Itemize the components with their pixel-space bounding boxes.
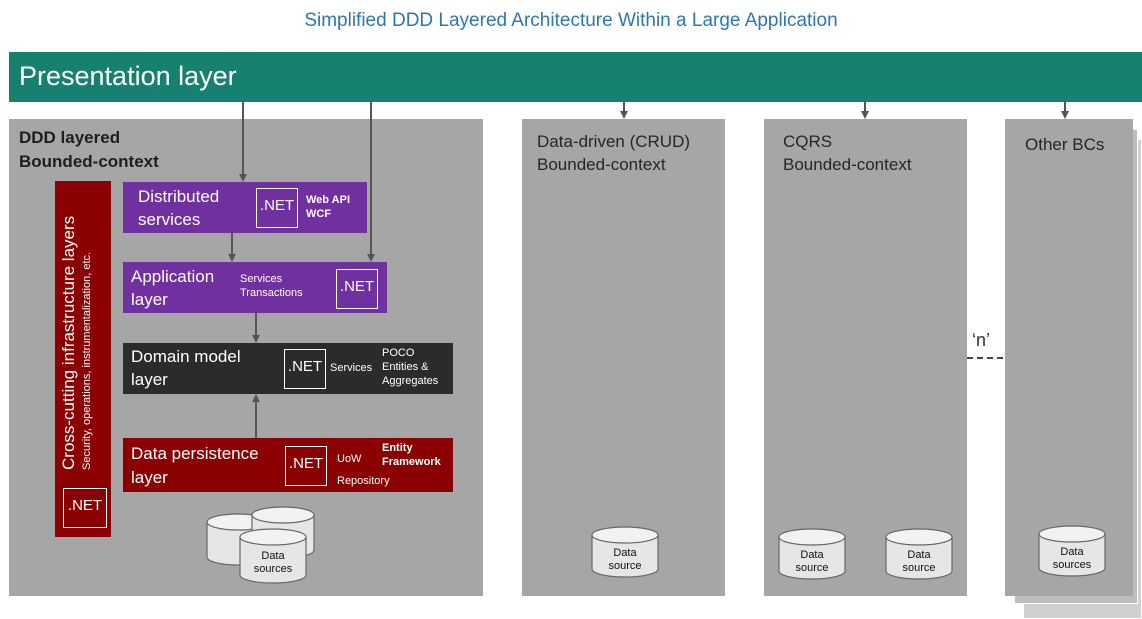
cqrs-datasource-2-line1: Data: [907, 549, 931, 561]
cross-cutting-layers-bar: [55, 181, 111, 537]
other-datasources-line2: sources: [1052, 559, 1092, 571]
database-icon: [778, 528, 846, 580]
cqrs-datasource-1-line1: Data: [800, 549, 824, 561]
distributed-services-layer: [123, 182, 367, 233]
persistence-ef-framework: Framework: [382, 456, 441, 468]
crud-bc-title-line1: Data-driven (CRUD): [537, 132, 691, 151]
cqrs-bounded-context-panel: [764, 119, 967, 596]
ddd-datasources-line2: sources: [253, 563, 293, 575]
crud-datasource-label: Data source: [595, 547, 655, 573]
cqrs-datasource-1-label: Data source: [782, 549, 842, 575]
ddd-datasources-line1: Data: [261, 550, 285, 562]
presentation-layer-label: Presentation layer: [19, 61, 237, 91]
application-services: Services: [240, 273, 283, 285]
other-bc-panel: [1005, 119, 1133, 596]
application-layer-line2: layer: [131, 290, 168, 309]
domain-entities: Entities &: [382, 361, 429, 373]
persistence-ef-entity: Entity: [382, 442, 413, 454]
domain-model-layer: [123, 343, 453, 394]
ddd-bc-title-line1: DDD layered: [19, 128, 121, 147]
application-layer-line1: Application: [131, 267, 215, 286]
ddd-bc-title-line2: Bounded-context: [19, 152, 159, 171]
other-datasources-label: Data sources: [1042, 546, 1102, 572]
domain-model-line2: layer: [131, 370, 168, 389]
distributed-net-badge: .NET: [256, 188, 298, 228]
data-persistence-line2: layer: [131, 468, 168, 487]
domain-services: Services: [330, 362, 373, 374]
domain-poco: POCO: [382, 347, 415, 359]
crud-bc-title-line2: Bounded-context: [537, 155, 666, 174]
crud-datasource-line1: Data: [613, 547, 637, 559]
cqrs-datasource-2-line2: source: [902, 562, 936, 574]
distributed-services-line2: services: [138, 210, 201, 229]
domain-model-line1: Domain model: [131, 347, 241, 366]
cqrs-datasource-2-label: Data source: [889, 549, 949, 575]
persistence-repository: Repository: [337, 475, 390, 487]
distributed-services-line1: Distributed: [138, 187, 220, 206]
cqrs-bc-title-line2: Bounded-context: [783, 155, 912, 174]
data-persistence-layer: [123, 438, 453, 492]
cqrs-datasource-1-line2: source: [795, 562, 829, 574]
cqrs-bc-title-line1: CQRS: [783, 132, 833, 151]
database-icon: [885, 528, 953, 580]
other-datasources-line1: Data: [1060, 546, 1084, 558]
database-icon: [591, 526, 659, 578]
application-transactions: Transactions: [240, 287, 303, 299]
ddd-datasources-label: Data sources: [243, 550, 303, 576]
database-icon: [1038, 525, 1106, 577]
distributed-tech-wcf: WCF: [306, 208, 332, 220]
crud-bounded-context-panel: [522, 119, 725, 596]
data-persistence-line1: Data persistence: [131, 444, 259, 463]
cross-cutting-net-badge: .NET: [63, 488, 107, 528]
distributed-tech-webapi: Web API: [306, 194, 351, 206]
other-bc-title: Other BCs: [1025, 135, 1105, 154]
domain-net-badge: .NET: [284, 349, 326, 389]
persistence-net-badge: .NET: [285, 446, 327, 486]
application-net-badge: .NET: [336, 269, 378, 309]
presentation-layer-bar: [9, 52, 1142, 102]
domain-aggregates: Aggregates: [382, 375, 439, 387]
crud-datasource-line2: source: [608, 560, 642, 572]
n-bcs-label: ‘n’: [972, 330, 991, 350]
database-icon: [239, 528, 307, 584]
diagram-title: Simplified DDD Layered Architecture With…: [304, 10, 838, 31]
persistence-uow: UoW: [337, 453, 362, 465]
application-layer: [123, 262, 387, 313]
